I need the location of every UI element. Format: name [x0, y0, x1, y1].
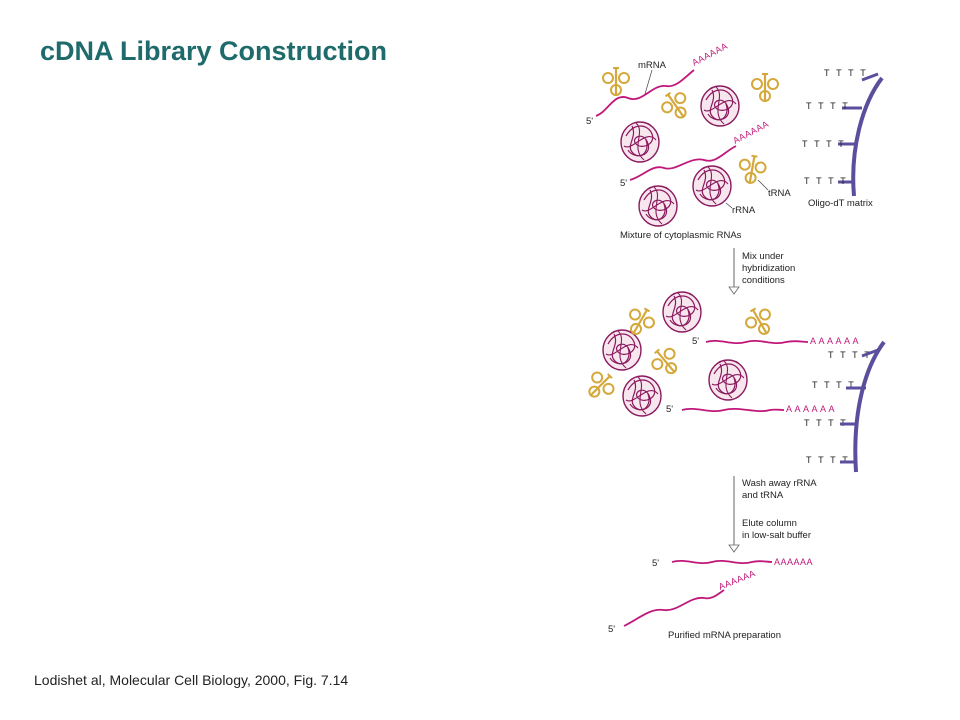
five-prime-label: 5' — [620, 178, 627, 189]
trna-molecule — [579, 365, 621, 407]
poly-a-tail: AAAAAA — [717, 568, 757, 592]
mrna-strand — [623, 589, 725, 627]
trna-label: tRNA — [768, 188, 791, 199]
step-mix-line-3: conditions — [742, 275, 785, 286]
tttt-label: T T T T — [804, 418, 848, 428]
rrna-molecule — [620, 121, 660, 163]
step-mix-line-2: hybridization — [742, 263, 795, 274]
tttt-label: T T T T — [806, 101, 850, 111]
poly-a-tail: A A A A A A — [810, 336, 859, 346]
rrna-label: rRNA — [732, 205, 756, 216]
rrna-molecule — [662, 291, 702, 333]
trna-molecule — [740, 302, 780, 342]
trna-molecule — [645, 341, 687, 383]
mrna-label: mRNA — [638, 60, 667, 71]
trna-molecule — [601, 66, 631, 98]
hybridization-panel: 5' A A A A A A T T T T 5' A A A A A A T … — [579, 291, 886, 473]
mixture-label: Mixture of cytoplasmic RNAs — [620, 230, 742, 241]
mrna-strand — [595, 69, 695, 117]
five-prime-label: 5' — [692, 336, 699, 347]
purified-label: Purified mRNA preparation — [668, 630, 781, 641]
mrna-strand — [629, 145, 737, 181]
trna-molecule — [656, 85, 696, 127]
five-prime-label: 5' — [608, 624, 615, 635]
tttt-label: T T T T — [824, 68, 868, 78]
trna-molecule — [750, 72, 780, 104]
tttt-label: T T T T — [812, 380, 856, 390]
rrna-molecule — [708, 359, 748, 401]
oligo-dt-label: Oligo-dT matrix — [808, 198, 873, 209]
rrna-molecule — [638, 185, 678, 227]
mrna-strand — [705, 339, 809, 345]
mrna-strand — [671, 559, 773, 565]
step-elute-line-2: in low-salt buffer — [742, 530, 811, 541]
step-elute-line-1: Elute column — [742, 518, 797, 529]
purified-panel: 5' AAAAAA 5' AAAAAA Purified mRNA prepar… — [608, 557, 813, 641]
poly-a-tail: A A A A A A — [786, 404, 835, 414]
step-mix-line-1: Mix under — [742, 251, 784, 262]
tttt-label: T T T T — [806, 455, 850, 465]
poly-a-tail: AAAAAA — [774, 557, 813, 567]
five-prime-label: 5' — [586, 116, 593, 127]
rrna-molecule — [602, 329, 642, 371]
oligo-dt-matrix — [853, 340, 886, 473]
step-wash-line-1: Wash away rRNA — [742, 478, 817, 489]
mrna-strand — [681, 407, 785, 413]
citation: Lodishet al, Molecular Cell Biology, 200… — [34, 672, 349, 688]
oligo-dt-matrix — [851, 76, 884, 197]
rrna-molecule — [692, 165, 732, 207]
rrna-molecule — [700, 85, 740, 127]
slide-title: cDNA Library Construction — [40, 36, 388, 66]
five-prime-label: 5' — [666, 404, 673, 415]
step-wash-line-2: and tRNA — [742, 490, 784, 501]
tttt-label: T T T T — [828, 350, 872, 360]
trna-molecule — [735, 152, 769, 188]
poly-a-tail: AAAAAA — [690, 41, 729, 68]
mixture-panel: 5' AAAAAA mRNA 5' AAAAAA tRNA rRNA Mixtu… — [586, 41, 884, 241]
rrna-molecule — [622, 375, 662, 417]
five-prime-label: 5' — [652, 558, 659, 569]
tttt-label: T T T T — [802, 139, 846, 149]
tttt-label: T T T T — [804, 176, 848, 186]
poly-a-tail: AAAAAA — [731, 119, 770, 146]
